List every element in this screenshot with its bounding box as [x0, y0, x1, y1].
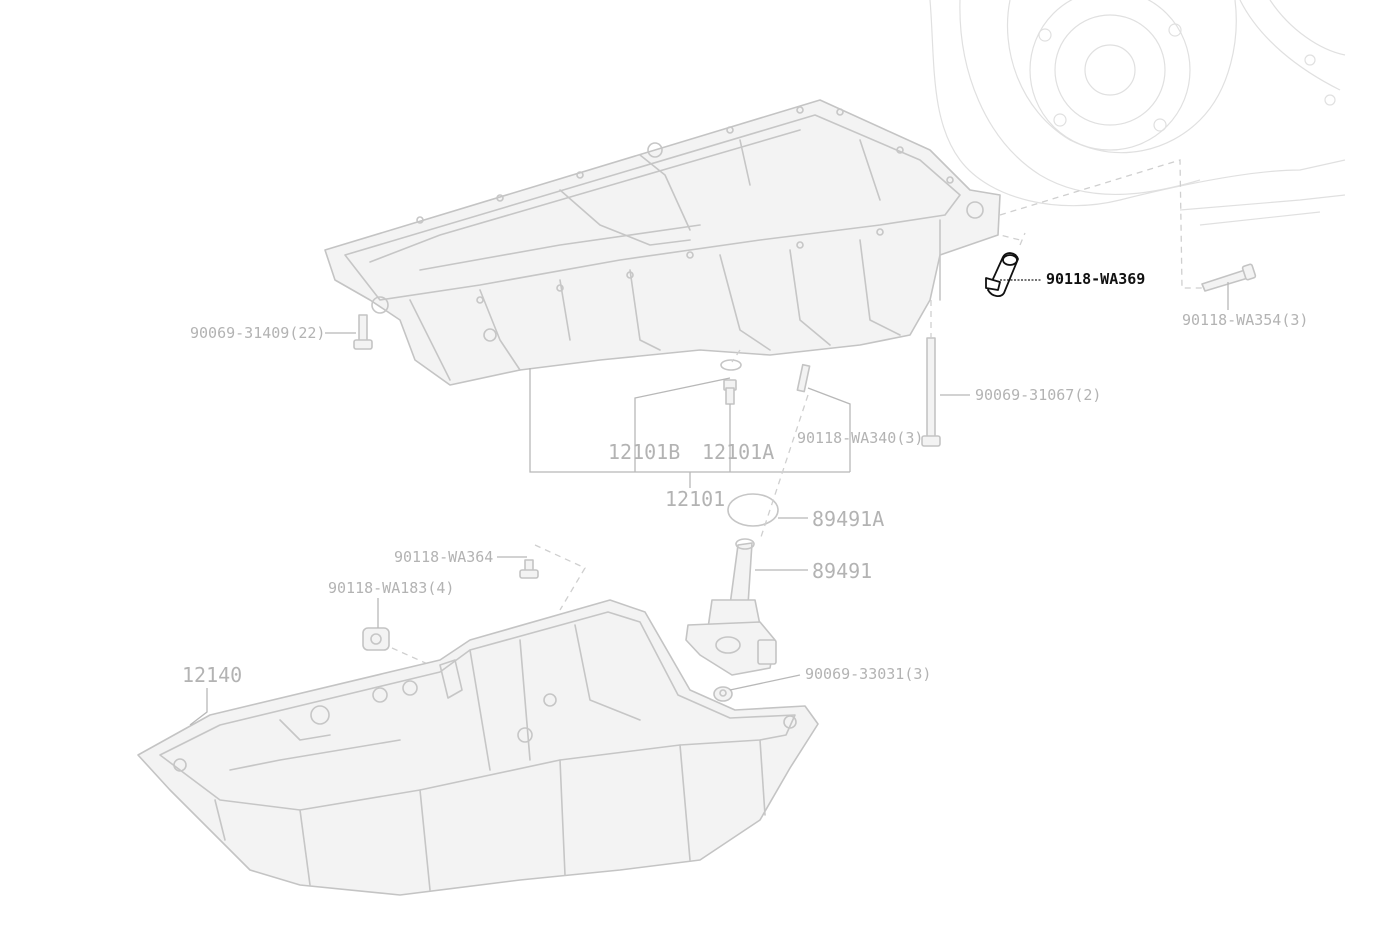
- label-12101a: 12101A: [702, 440, 774, 464]
- o-ring-89491a: [727, 493, 779, 527]
- bolt-90118-wa183: [362, 627, 390, 651]
- label-90069-31067: 90069-31067(2): [975, 386, 1101, 404]
- bolt-90069-33031: [713, 686, 733, 702]
- lower-oil-pan: [137, 599, 819, 896]
- leader-line: [189, 688, 208, 726]
- alignment-line: [1019, 232, 1026, 246]
- alignment-line: [391, 647, 431, 666]
- bolt-90069-31067: [921, 337, 941, 447]
- group-bracket-12101: [529, 368, 851, 488]
- label-90069-33031: 90069-33031(3): [805, 665, 931, 683]
- oil-level-sensor-89491: [685, 538, 777, 676]
- label-89491a: 89491A: [812, 507, 884, 531]
- transmission-housing: [929, 0, 1346, 226]
- alignment-line: [731, 349, 741, 363]
- alignment-line: [759, 394, 809, 541]
- label-90118-wa354: 90118-WA354(3): [1182, 311, 1308, 329]
- drain-plug-12101a: [720, 359, 742, 405]
- label-90118-wa369: 90118-WA369: [1046, 270, 1145, 288]
- label-12101: 12101: [665, 487, 725, 511]
- upper-oil-pan: [324, 99, 1001, 386]
- label-90118-wa340: 90118-WA340(3): [797, 429, 923, 447]
- label-90069-31409: 90069-31409(22): [190, 324, 325, 342]
- leader-line: [729, 674, 801, 691]
- bolt-90069-31409: [353, 314, 373, 350]
- stud-90118-wa340: [796, 363, 811, 393]
- bolt-90118-wa354: [1201, 263, 1257, 292]
- label-90118-wa364: 90118-WA364: [394, 548, 493, 566]
- bolt-90118-wa364: [519, 559, 539, 579]
- label-89491: 89491: [812, 559, 872, 583]
- alignment-line: [999, 159, 1210, 289]
- label-12101b: 12101B: [608, 440, 680, 464]
- label-12140: 12140: [182, 663, 242, 687]
- alignment-line: [534, 544, 586, 611]
- part-90118-wa369-highlighted: [985, 252, 1019, 297]
- label-90118-wa183: 90118-WA183(4): [328, 579, 454, 597]
